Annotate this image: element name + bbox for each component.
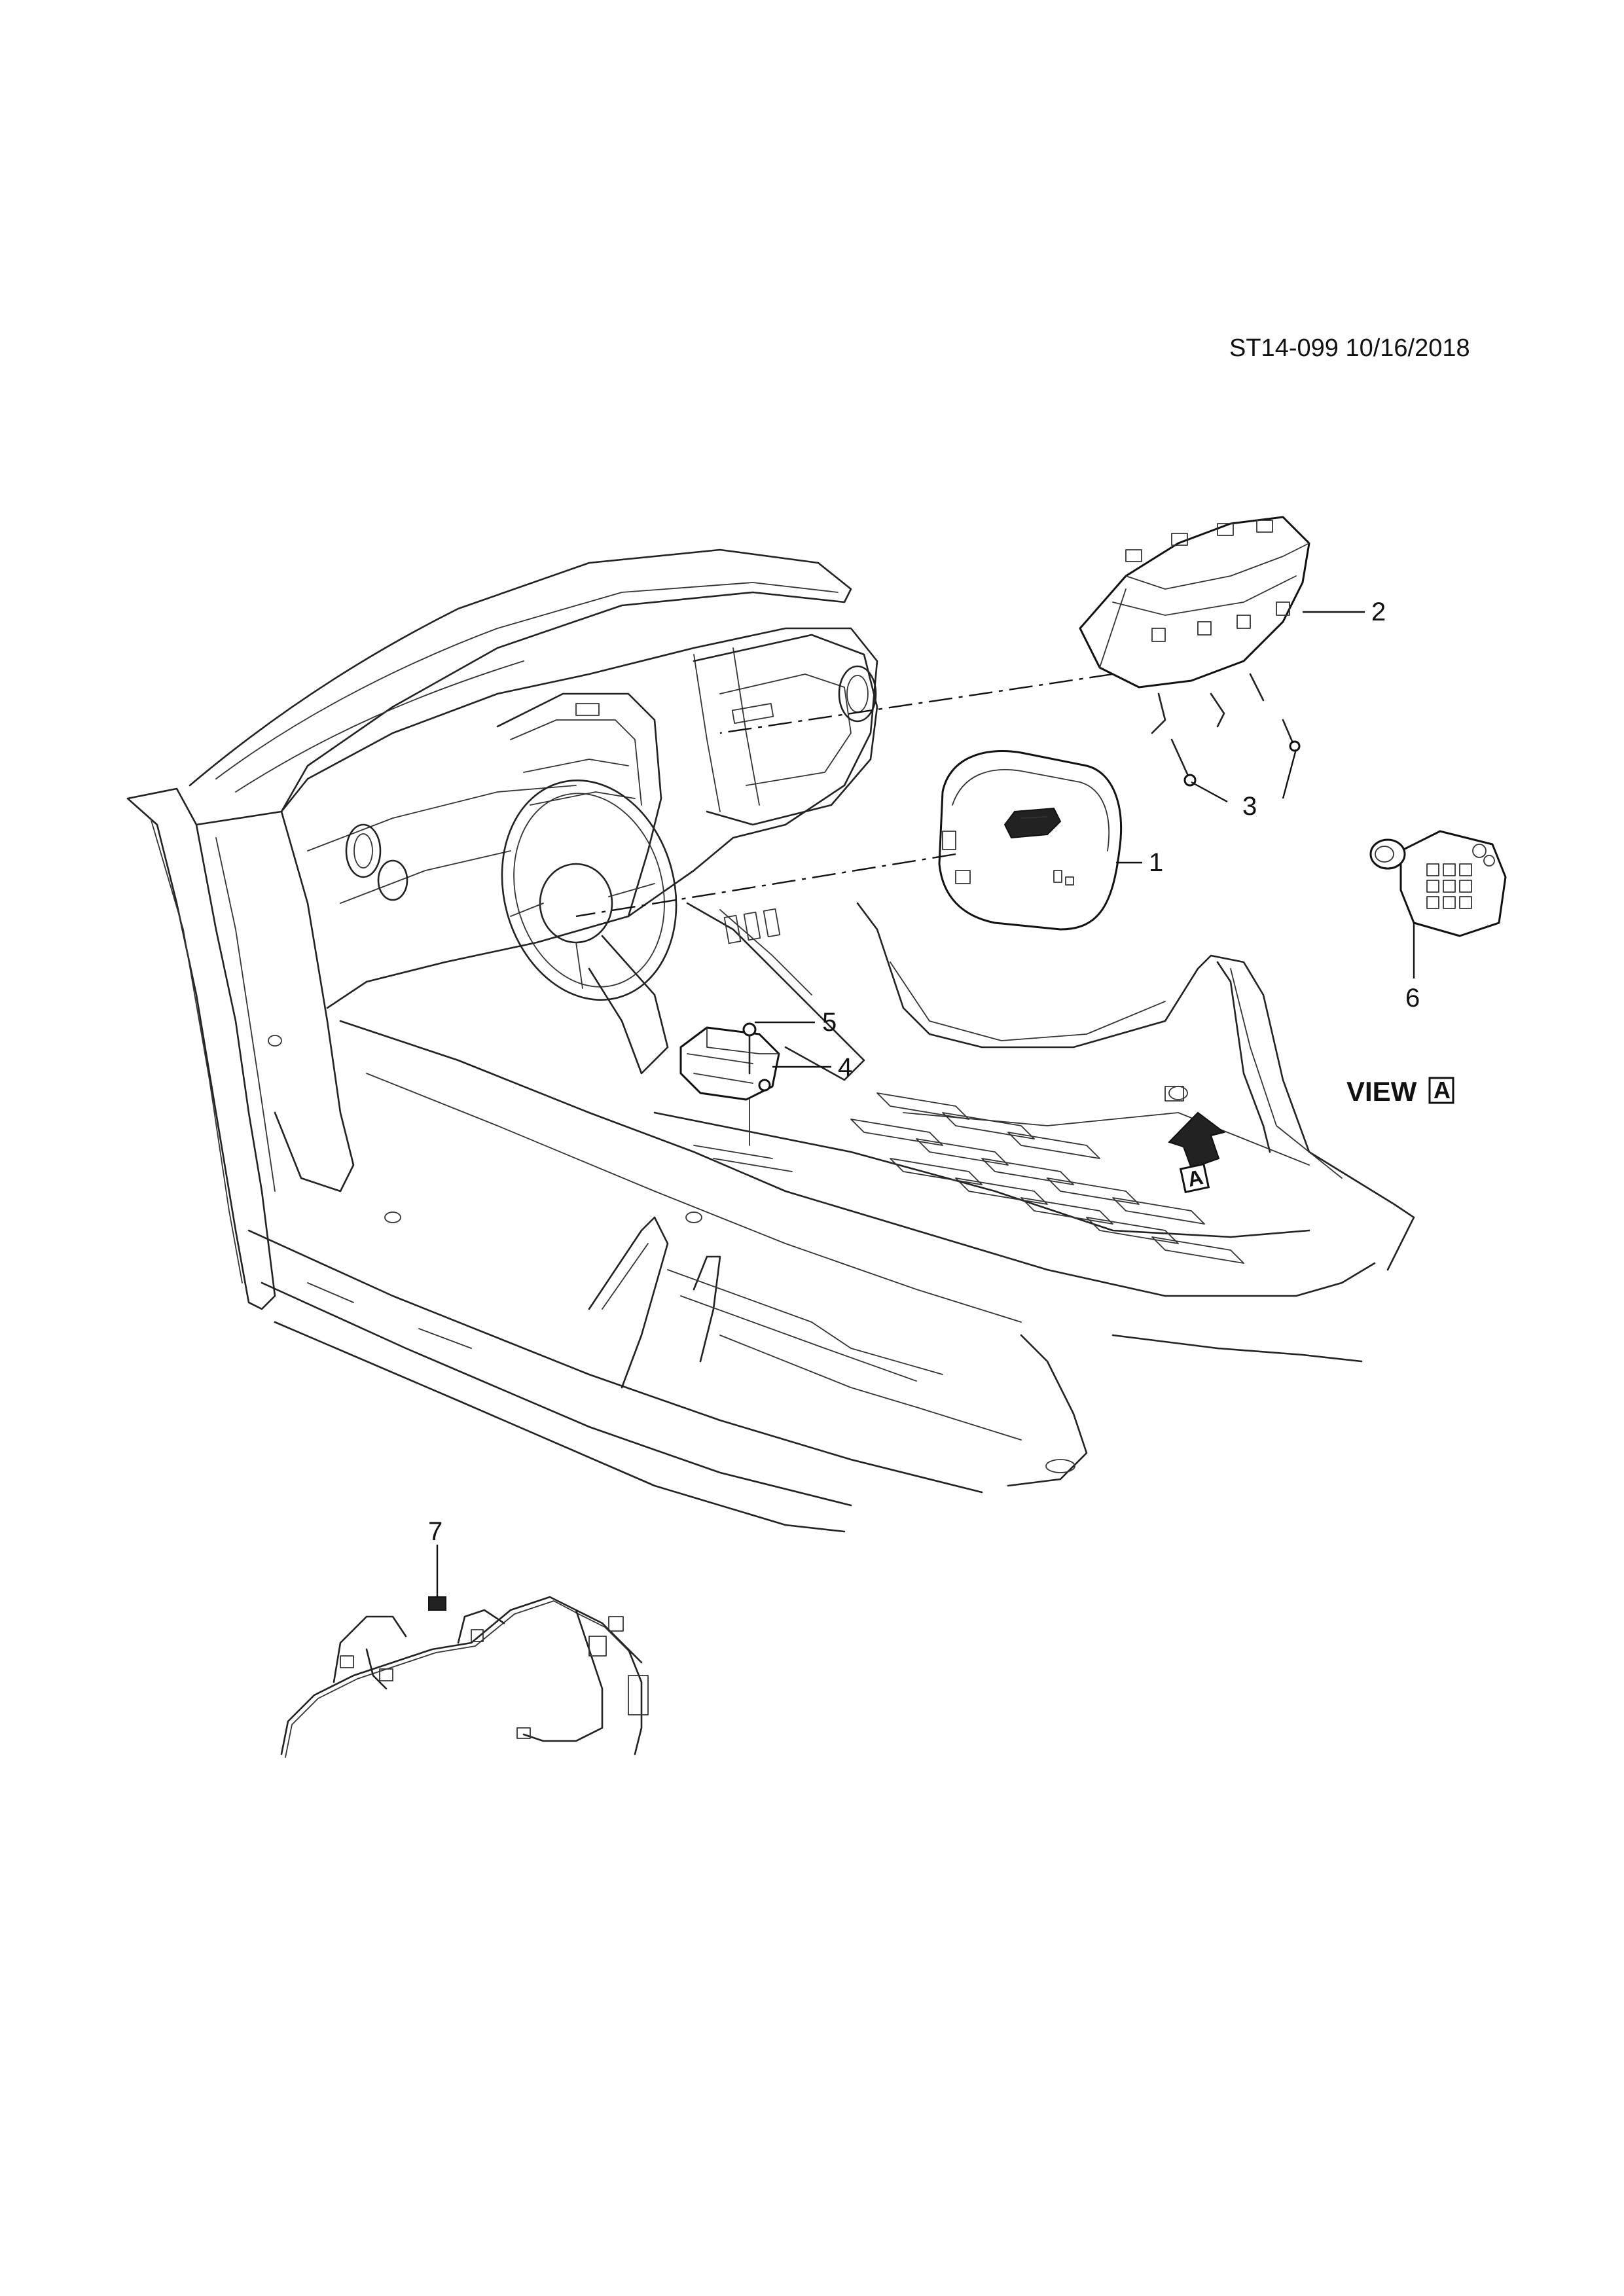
leader-lines — [575, 611, 1415, 1068]
callout-1: 1 — [1149, 848, 1164, 877]
driver-airbag-module — [938, 750, 1123, 931]
front-impact-sensor — [1369, 830, 1507, 937]
airbag-fasteners — [1170, 719, 1301, 787]
view-a-arrow — [1168, 1111, 1226, 1194]
callout-7: 7 — [428, 1517, 443, 1546]
callout-3: 3 — [1242, 792, 1257, 821]
callout-2: 2 — [1371, 598, 1386, 626]
airbag-sensing-module — [679, 1022, 780, 1146]
callout-5: 5 — [822, 1008, 837, 1037]
view-letter-box — [1428, 1077, 1454, 1104]
view-label-letter: A — [1434, 1077, 1451, 1103]
callout-6: 6 — [1405, 984, 1420, 1013]
diagram-reference: ST14-099 10/16/2018 — [1229, 334, 1470, 362]
vehicle-body-illustration — [126, 548, 1415, 1533]
view-label: VIEW — [1346, 1076, 1417, 1107]
callout-4: 4 — [838, 1053, 853, 1082]
wiring-harness — [280, 1545, 649, 1758]
passenger-airbag-module — [1079, 516, 1310, 734]
floor-ribs — [693, 1092, 1244, 1264]
